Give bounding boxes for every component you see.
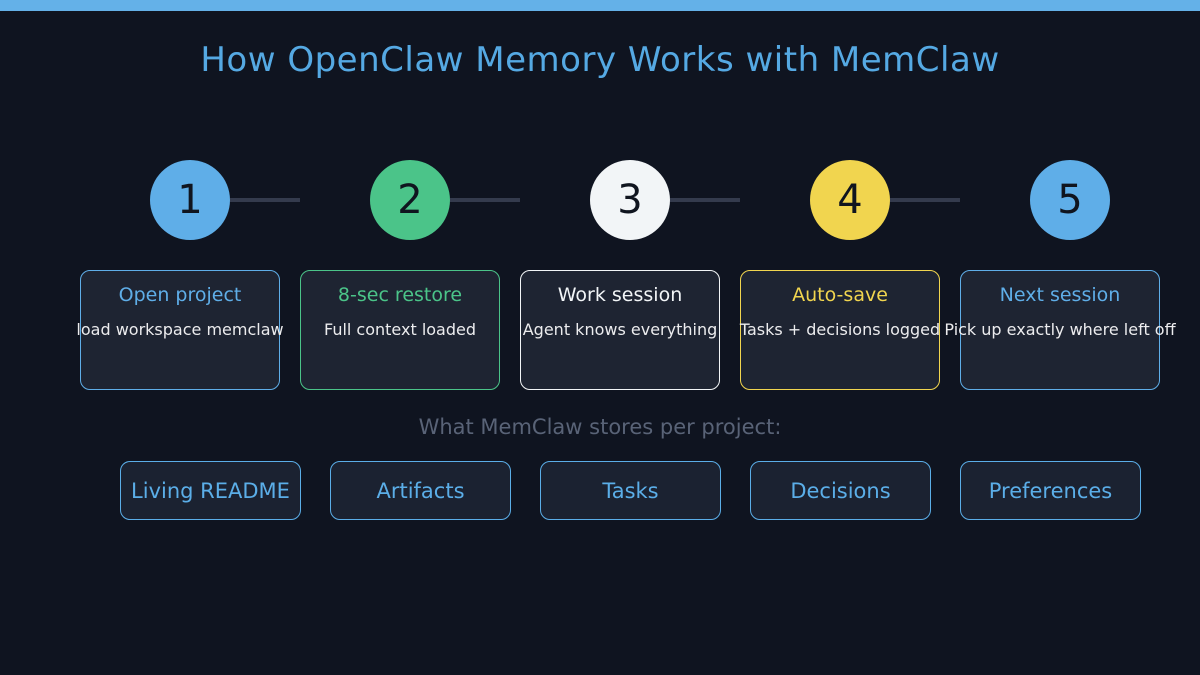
step-card-auto-save: Auto-save Tasks + decisions logged — [740, 270, 940, 390]
step-connector — [450, 198, 520, 202]
step-card-title: Work session — [557, 284, 683, 306]
step-number: 4 — [837, 177, 863, 223]
step-connector — [230, 198, 300, 202]
step-circle-1: 1 — [150, 160, 230, 240]
storage-chip-living-readme: Living README — [120, 461, 301, 520]
step-card-next-session: Next session Pick up exactly where left … — [944, 270, 1176, 390]
step-card-description: Pick up exactly where left off — [944, 320, 1176, 339]
step-card-title: Next session — [999, 284, 1121, 306]
step-card-description: Full context loaded — [323, 320, 477, 339]
storage-chip-artifacts: Artifacts — [330, 461, 511, 520]
page-title: How OpenClaw Memory Works with MemClaw — [200, 39, 1000, 80]
step-card-open-project: Open project load workspace memclaw — [76, 270, 284, 390]
step-card-description: Agent knows everything — [522, 320, 718, 339]
top-accent-bar — [0, 0, 1200, 11]
step-card-description: load workspace memclaw — [76, 320, 284, 339]
step-card-title: 8-sec restore — [337, 284, 463, 306]
step-number: 2 — [397, 177, 423, 223]
step-circle-4: 4 — [810, 160, 890, 240]
step-circle-3: 3 — [590, 160, 670, 240]
step-card-restore: 8-sec restore Full context loaded — [300, 270, 500, 390]
step-card-description: Tasks + decisions logged — [739, 320, 941, 339]
storage-chip-tasks: Tasks — [540, 461, 721, 520]
step-card-work-session: Work session Agent knows everything — [520, 270, 720, 390]
step-card-title: Open project — [118, 284, 242, 306]
storage-section-label: What MemClaw stores per project: — [418, 415, 782, 439]
step-number: 5 — [1057, 177, 1083, 223]
step-connector — [890, 198, 960, 202]
step-connector — [670, 198, 740, 202]
step-circle-2: 2 — [370, 160, 450, 240]
step-number: 3 — [617, 177, 643, 223]
storage-chip-preferences: Preferences — [960, 461, 1141, 520]
step-circle-5: 5 — [1030, 160, 1110, 240]
storage-chip-decisions: Decisions — [750, 461, 931, 520]
step-number: 1 — [177, 177, 203, 223]
step-card-title: Auto-save — [792, 284, 888, 306]
